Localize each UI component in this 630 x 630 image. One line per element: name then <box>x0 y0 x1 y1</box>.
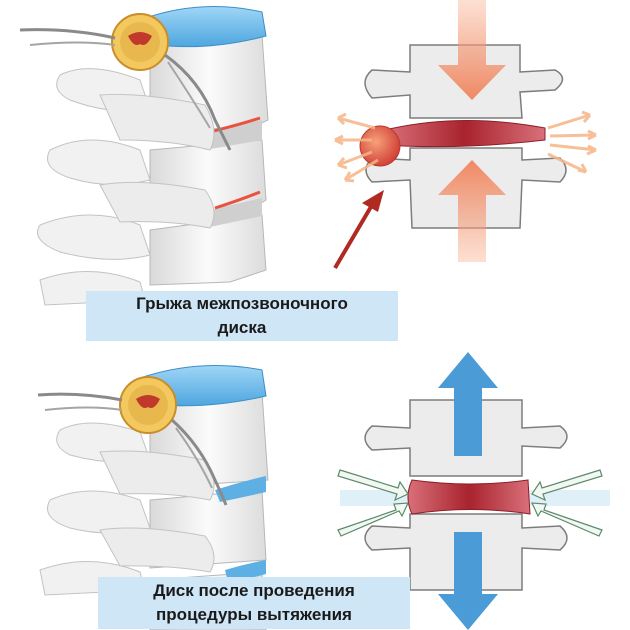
caption-herniation: Грыжа межпозвоночного диска <box>86 291 398 341</box>
nerve <box>29 41 116 46</box>
caption-after-traction-line2: процедуры вытяжения <box>156 605 352 624</box>
compression-arrow-up <box>438 160 506 262</box>
spinous-process <box>47 139 151 185</box>
disc-restored <box>215 476 266 502</box>
caption-after-traction: Диск после проведения процедуры вытяжени… <box>98 577 410 629</box>
inward-arrows <box>337 469 603 537</box>
traction-arrow-up <box>438 352 498 456</box>
nerve <box>167 61 211 129</box>
schematic-traction <box>337 352 610 630</box>
traction-arrow-down <box>438 532 498 630</box>
disc-restored <box>407 479 531 515</box>
nerve <box>44 406 123 411</box>
pointer-arrow <box>333 203 374 270</box>
nerve <box>175 427 213 489</box>
nerve <box>164 53 232 151</box>
spine-3d-herniated <box>19 6 269 306</box>
disc-restored <box>225 560 266 582</box>
caption-herniation-line2: диска <box>217 318 267 337</box>
caption-after-traction-line1: Диск после проведения <box>153 581 355 600</box>
pressure-rays-left <box>334 112 379 183</box>
nerve <box>37 392 123 402</box>
nerve <box>171 418 228 506</box>
compression-arrow-down <box>438 0 506 100</box>
pressure-rays-right <box>547 110 597 174</box>
damaged-disc-edge <box>214 190 261 210</box>
spine-3d-healthy <box>37 365 269 630</box>
disc-compressed <box>384 119 546 148</box>
caption-herniation-line1: Грыжа межпозвоночного <box>136 294 348 313</box>
nerve <box>19 28 116 40</box>
spinous-process <box>47 490 151 534</box>
disc-herniation <box>359 125 401 167</box>
schematic-compressed <box>333 0 597 270</box>
disc-top <box>139 6 267 48</box>
spinous-process <box>37 214 151 260</box>
